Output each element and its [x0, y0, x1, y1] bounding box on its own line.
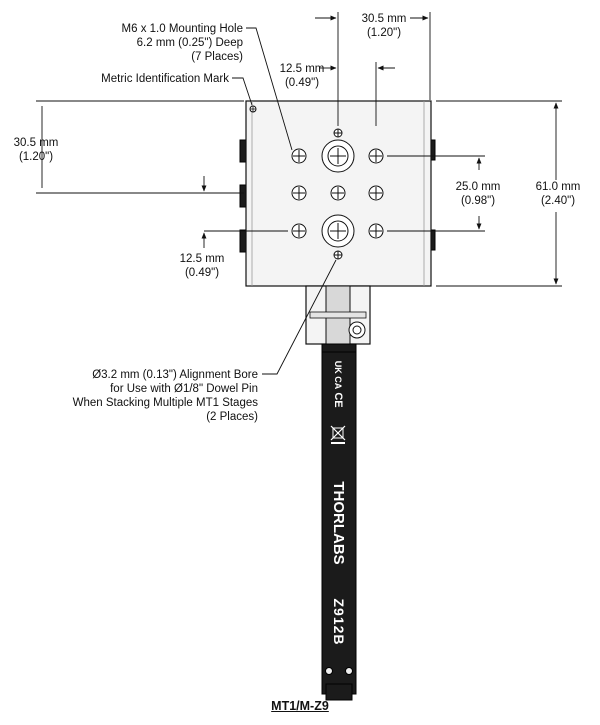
hole-icon [291, 223, 307, 239]
counterbore-hole-icon [321, 139, 355, 173]
actuator: UK CA CE THORLABS Z912B [305, 285, 371, 701]
brand-logo: THORLABS [330, 481, 347, 564]
mounting-hole-label: M6 x 1.0 Mounting Hole 6.2 mm (0.25") De… [122, 23, 244, 63]
svg-text:Ø3.2 mm (0.13") Alignment Bore: Ø3.2 mm (0.13") Alignment Bore [92, 369, 258, 381]
counterbore-hole-icon [321, 214, 355, 248]
svg-text:(0.49"): (0.49") [185, 267, 219, 279]
svg-text:(1.20"): (1.20") [19, 151, 53, 163]
svg-text:for Use with Ø1/8" Dowel Pin: for Use with Ø1/8" Dowel Pin [110, 383, 258, 395]
hole-icon [368, 223, 384, 239]
hole-icon [368, 185, 384, 201]
svg-text:61.0 mm: 61.0 mm [536, 181, 581, 193]
svg-text:12.5 mm: 12.5 mm [180, 253, 225, 265]
ukca-mark: UK CA [333, 361, 343, 390]
weee-bin-icon [330, 425, 346, 444]
alignment-bore-label: Ø3.2 mm (0.13") Alignment Bore for Use w… [73, 369, 259, 423]
mounting-holes [291, 128, 384, 260]
svg-text:(2.40"): (2.40") [541, 195, 575, 207]
hole-icon [368, 148, 384, 164]
svg-text:When Stacking Multiple MT1 Sta: When Stacking Multiple MT1 Stages [73, 397, 259, 409]
svg-text:30.5 mm: 30.5 mm [362, 13, 407, 25]
model-caption: MT1/M-Z9 [271, 699, 329, 713]
svg-text:(0.98"): (0.98") [461, 195, 495, 207]
dim-right-61-0: 61.0 mm (2.40") [536, 181, 581, 207]
hole-icon [291, 148, 307, 164]
alignment-bore-icon [333, 128, 343, 138]
actuator-collar [321, 343, 357, 353]
dim-left-12-5: 12.5 mm (0.49") [180, 253, 225, 279]
svg-text:(1.20"): (1.20") [367, 27, 401, 39]
svg-text:12.5 mm: 12.5 mm [280, 63, 325, 75]
svg-text:6.2 mm (0.25") Deep: 6.2 mm (0.25") Deep [137, 37, 243, 49]
metric-mark-icon [249, 105, 257, 113]
leader-lines [232, 27, 337, 375]
model-number: Z912B [331, 598, 347, 645]
end-screw-icon [325, 667, 353, 675]
svg-text:30.5 mm: 30.5 mm [14, 137, 59, 149]
lock-screw-icon [348, 321, 366, 339]
dim-top-12-5: 12.5 mm (0.49") [280, 63, 325, 89]
svg-text:25.0 mm: 25.0 mm [456, 181, 501, 193]
svg-text:(2 Places): (2 Places) [206, 411, 258, 423]
hole-icon [330, 185, 346, 201]
metric-mark-label: Metric Identification Mark [101, 73, 229, 85]
hole-icon [291, 185, 307, 201]
svg-text:(0.49"): (0.49") [285, 77, 319, 89]
ce-mark: CE [332, 392, 344, 407]
dim-top-30-5: 30.5 mm (1.20") [362, 13, 407, 39]
svg-text:(7 Places): (7 Places) [191, 51, 243, 63]
actuator-barrel [321, 351, 357, 695]
alignment-bore-icon [333, 250, 343, 260]
dimension-lines [36, 12, 562, 287]
dim-left-30-5: 30.5 mm (1.20") [14, 137, 59, 163]
svg-text:M6 x 1.0 Mounting Hole: M6 x 1.0 Mounting Hole [122, 23, 243, 35]
dim-right-25-0: 25.0 mm (0.98") [456, 181, 501, 207]
